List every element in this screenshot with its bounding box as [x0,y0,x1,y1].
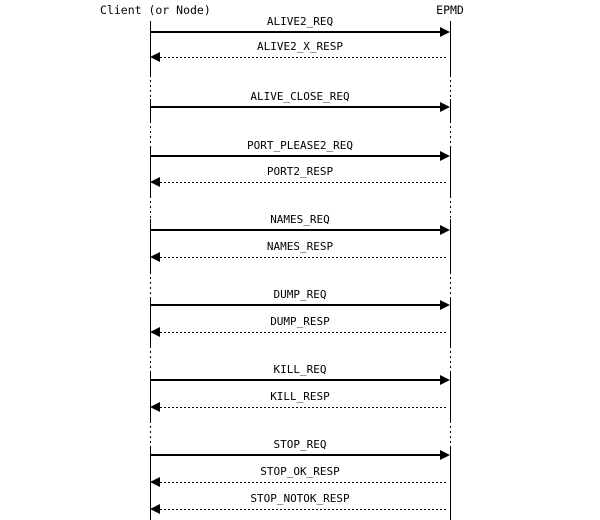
arrowhead-right-icon [440,375,450,385]
lifeline-client-segment [150,421,151,447]
arrow-shaft [150,31,440,33]
message-label: ALIVE_CLOSE_REQ [250,90,350,103]
arrow-shaft [160,57,447,58]
arrowhead-left-icon [150,327,160,337]
lifeline-client-segment [150,147,151,196]
arrow-shaft [160,407,447,408]
message-label: DUMP_RESP [270,315,330,328]
arrow-shaft [160,482,447,483]
message-label: STOP_REQ [273,438,327,451]
arrowhead-left-icon [150,177,160,187]
lifeline-epmd-segment [450,196,451,219]
lifeline-client-segment [150,297,151,346]
message-label: STOP_NOTOK_RESP [250,492,350,505]
lifeline-client-segment [150,99,151,121]
arrowhead-right-icon [440,225,450,235]
lifeline-client-segment [150,219,151,272]
arrow-shaft [150,106,440,108]
message-label: KILL_RESP [270,390,330,403]
lifeline-epmd-segment [450,297,451,346]
lifeline-client-segment [150,272,151,297]
arrowhead-right-icon [440,102,450,112]
message-label: NAMES_RESP [266,240,334,253]
arrowhead-right-icon [440,300,450,310]
lifeline-epmd-segment [450,272,451,297]
lifeline-client-segment [150,75,151,99]
arrowhead-left-icon [150,52,160,62]
lifeline-epmd-segment [450,447,451,520]
lifeline-client-segment [150,196,151,219]
message-label: ALIVE2_X_RESP [256,40,344,53]
arrow-shaft [150,454,440,456]
arrowhead-right-icon [440,27,450,37]
message-label: STOP_OK_RESP [260,465,340,478]
message-label: DUMP_REQ [273,288,327,301]
arrow-shaft [160,509,447,510]
lifeline-client-segment [150,371,151,421]
lifeline-epmd-segment [450,219,451,272]
arrowhead-left-icon [150,477,160,487]
arrow-shaft [150,155,440,157]
message-label: PORT_PLEASE2_REQ [247,139,353,152]
lifeline-epmd-segment [450,346,451,371]
actor-label-epmd: EPMD [436,3,464,17]
arrow-shaft [160,182,447,183]
arrow-shaft [150,304,440,306]
arrowhead-right-icon [440,450,450,460]
lifeline-epmd-segment [450,75,451,99]
arrow-shaft [160,257,447,258]
arrow-shaft [160,332,447,333]
message-label: PORT2_RESP [266,165,334,178]
lifeline-epmd-segment [450,21,451,75]
lifeline-client-segment [150,121,151,147]
message-label: ALIVE2_REQ [266,15,334,28]
message-label: KILL_REQ [273,363,327,376]
arrowhead-right-icon [440,151,450,161]
lifeline-epmd-segment [450,147,451,196]
arrowhead-left-icon [150,504,160,514]
arrow-shaft [150,379,440,381]
lifeline-epmd-segment [450,371,451,421]
message-label: NAMES_REQ [270,213,330,226]
lifeline-client-segment [150,21,151,75]
lifeline-epmd-segment [450,421,451,447]
arrowhead-left-icon [150,402,160,412]
actor-label-client: Client (or Node) [100,3,211,17]
lifeline-client-segment [150,346,151,371]
lifeline-epmd-segment [450,121,451,147]
arrowhead-left-icon [150,252,160,262]
lifeline-epmd-segment [450,99,451,121]
arrow-shaft [150,229,440,231]
